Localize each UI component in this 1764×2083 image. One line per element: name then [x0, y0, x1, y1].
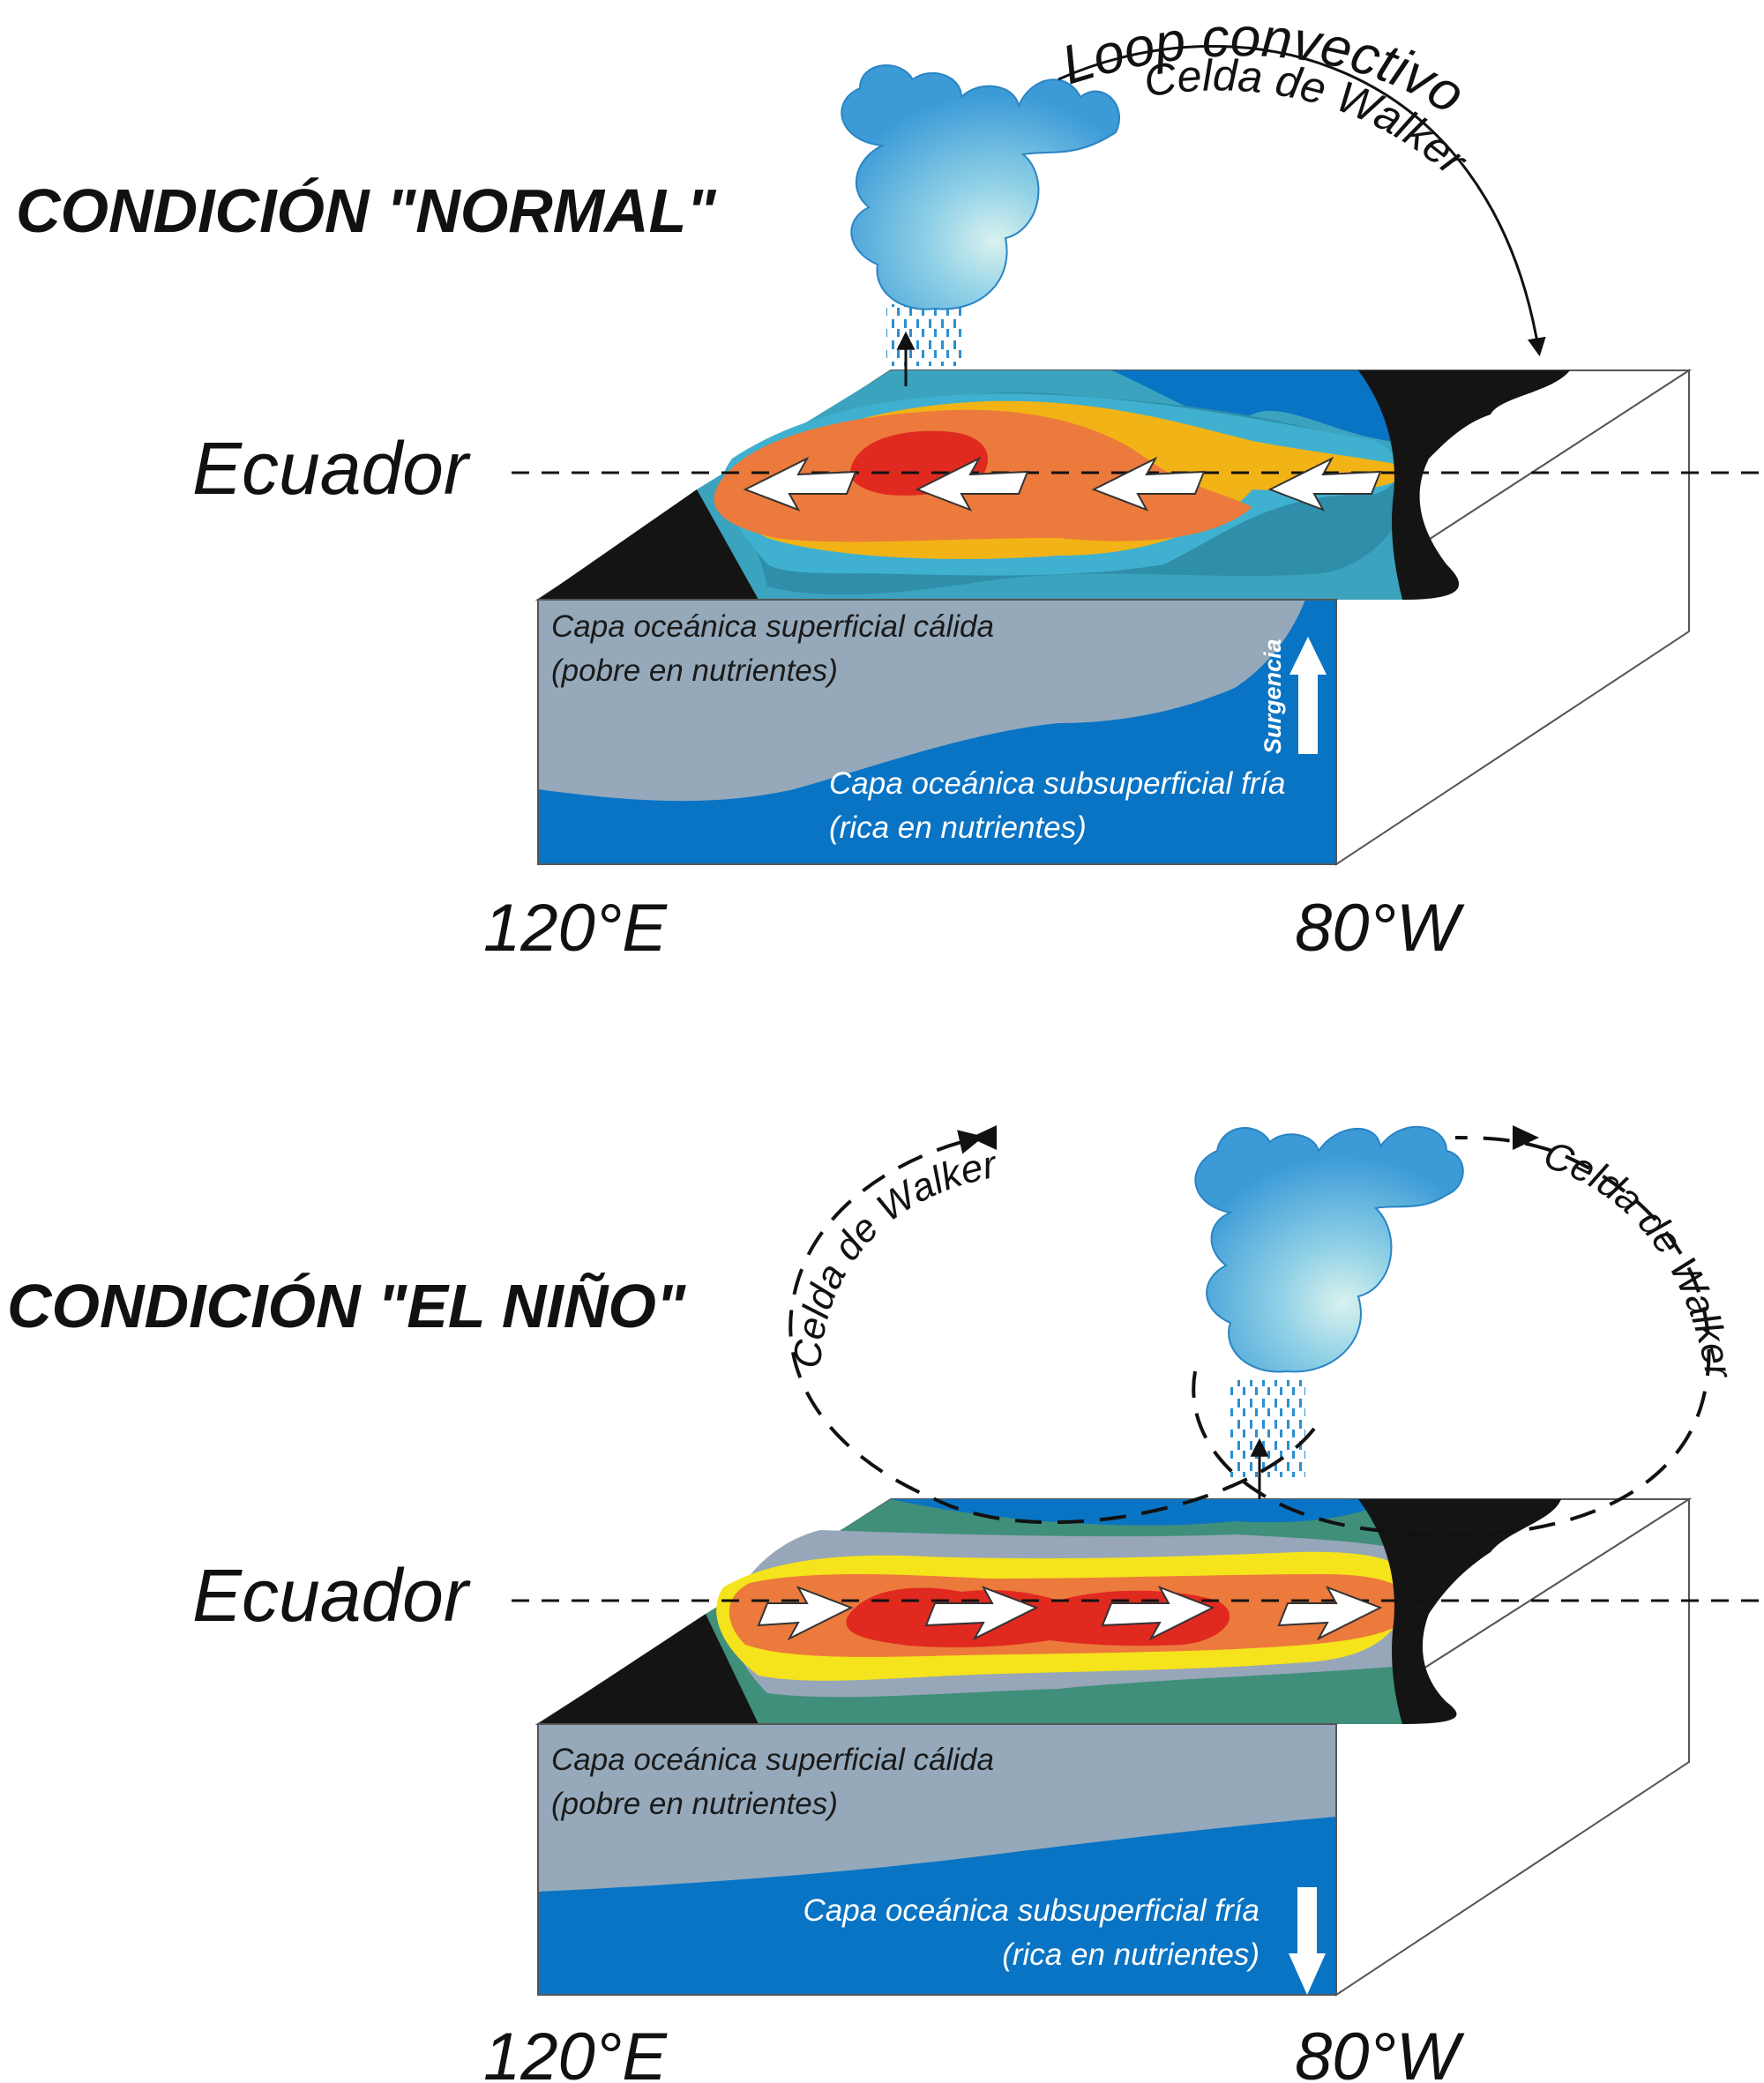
wind-arrow-icon — [1267, 456, 1382, 511]
convective-cloud-icon — [841, 64, 1121, 310]
wind-arrow-icon — [1091, 456, 1206, 511]
normal-title: CONDICIÓN "NORMAL" — [16, 176, 716, 245]
east-landmass — [1358, 370, 1570, 600]
rain-icon — [886, 304, 961, 366]
ocean-cross-section — [537, 599, 1337, 865]
ocean-cross-section — [537, 1723, 1337, 1996]
cold-layer-note: (rica en nutrientes) — [1002, 1937, 1259, 1972]
west-landmass — [538, 489, 767, 600]
walker-cell-west-label: Celda de Walker — [786, 1143, 1002, 1370]
cold-layer-label: Capa oceánica subsuperficial fría — [803, 1893, 1259, 1928]
east-landmass — [1358, 1499, 1561, 1724]
wind-arrow-icon — [915, 456, 1029, 511]
walker-cell-east-label: Celda de Walker — [1538, 1133, 1741, 1384]
upwelling-label: Surgencia — [1259, 638, 1286, 754]
equator-label: Ecuador — [192, 1554, 471, 1637]
warm-layer-label: Capa oceánica superficial cálida — [551, 1743, 994, 1777]
wind-arrow-icon — [1101, 1586, 1215, 1641]
wind-arrow-icon — [743, 456, 857, 511]
longitude-east: 80°W — [1295, 2020, 1465, 2083]
longitude-west: 120°E — [483, 891, 668, 966]
west-landmass — [538, 1614, 767, 1724]
walker-loop-arrow — [1058, 44, 1546, 357]
normal-panel: CONDICIÓN "NORMAL" Capa oceánica superfi… — [16, 7, 1764, 966]
equator-label: Ecuador — [192, 427, 471, 510]
walker-cell-east-arrowhead — [1513, 1125, 1539, 1150]
cold-layer-note: (rica en nutrientes) — [829, 810, 1087, 845]
westerly-winds — [757, 1586, 1383, 1641]
cold-layer-label: Capa oceánica subsuperficial fría — [829, 766, 1286, 801]
walker-cell-west-arrow — [789, 1130, 1316, 1525]
nino-title: CONDICIÓN "EL NIÑO" — [7, 1272, 686, 1340]
downwelling-arrow-icon — [1289, 1887, 1326, 1995]
warm-layer-note: (pobre en nutrientes) — [551, 653, 838, 688]
longitude-west: 120°E — [483, 2020, 668, 2083]
longitude-east: 80°W — [1295, 891, 1465, 966]
wind-arrow-icon — [1277, 1586, 1383, 1641]
rain-icon — [1230, 1380, 1305, 1477]
trade-winds — [743, 456, 1382, 511]
nino-panel: CONDICIÓN "EL NIÑO" Capa oceánica superf… — [7, 1125, 1764, 2083]
convective-cloud-icon — [1194, 1125, 1464, 1373]
walker-cell-east-arrow — [1192, 1136, 1711, 1537]
wind-arrow-icon — [757, 1586, 854, 1641]
walker-cell-west-arrowhead — [970, 1125, 997, 1150]
upwelling-arrow-icon — [1289, 637, 1327, 754]
warm-layer-note: (pobre en nutrientes) — [551, 1787, 838, 1821]
wind-arrow-icon — [924, 1586, 1039, 1641]
warm-layer-label: Capa oceánica superficial cálida — [551, 609, 994, 644]
